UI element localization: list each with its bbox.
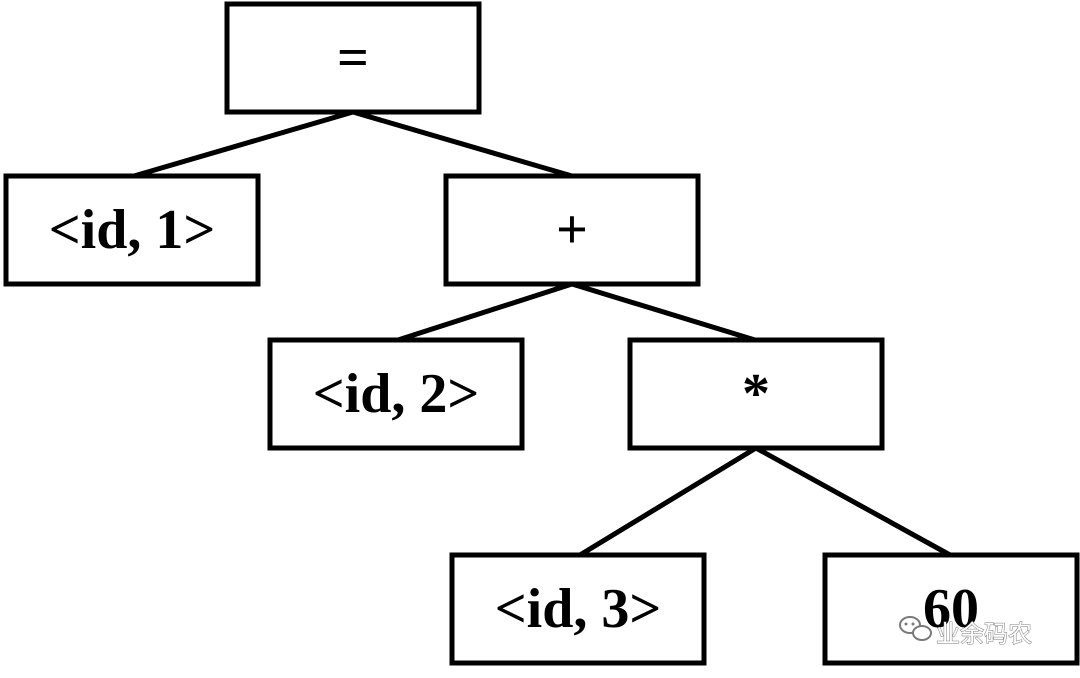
edge-assign-plus xyxy=(352,109,573,179)
node-label: * xyxy=(742,363,770,425)
edge-plus-times xyxy=(571,281,756,343)
node-box xyxy=(267,337,525,451)
node-id2: <id, 2> xyxy=(267,337,525,451)
watermark-text: 业余码农 xyxy=(936,620,1032,648)
node-label: <id, 3> xyxy=(495,578,662,640)
node-box xyxy=(449,552,707,666)
node-id3: <id, 3> xyxy=(449,552,707,666)
wechat-icon xyxy=(899,616,932,641)
node-plus: + xyxy=(443,173,701,287)
node-times: * xyxy=(627,337,885,451)
node-box xyxy=(3,173,261,287)
node-assign: = xyxy=(224,1,482,115)
edge-assign-id1 xyxy=(133,109,354,179)
nodes-layer: = <id, 1> + <id, 2> * <id, 3> 60 xyxy=(3,1,1080,666)
node-box xyxy=(822,552,1080,666)
node-id1: <id, 1> xyxy=(3,173,261,287)
node-label: + xyxy=(556,199,588,261)
node-label: 60 xyxy=(923,578,979,640)
watermark: 业余码农 xyxy=(899,616,1033,649)
node-label: = xyxy=(337,27,369,89)
edge-times-id3 xyxy=(578,445,758,558)
edge-plus-id2 xyxy=(397,281,573,343)
node-sixty: 60 xyxy=(822,552,1080,666)
node-label: <id, 2> xyxy=(313,363,480,425)
node-box xyxy=(627,337,885,451)
node-label: <id, 1> xyxy=(49,199,216,261)
node-box xyxy=(443,173,701,287)
edges-layer xyxy=(133,109,952,558)
node-box xyxy=(224,1,482,115)
edge-times-sixty xyxy=(754,445,952,558)
